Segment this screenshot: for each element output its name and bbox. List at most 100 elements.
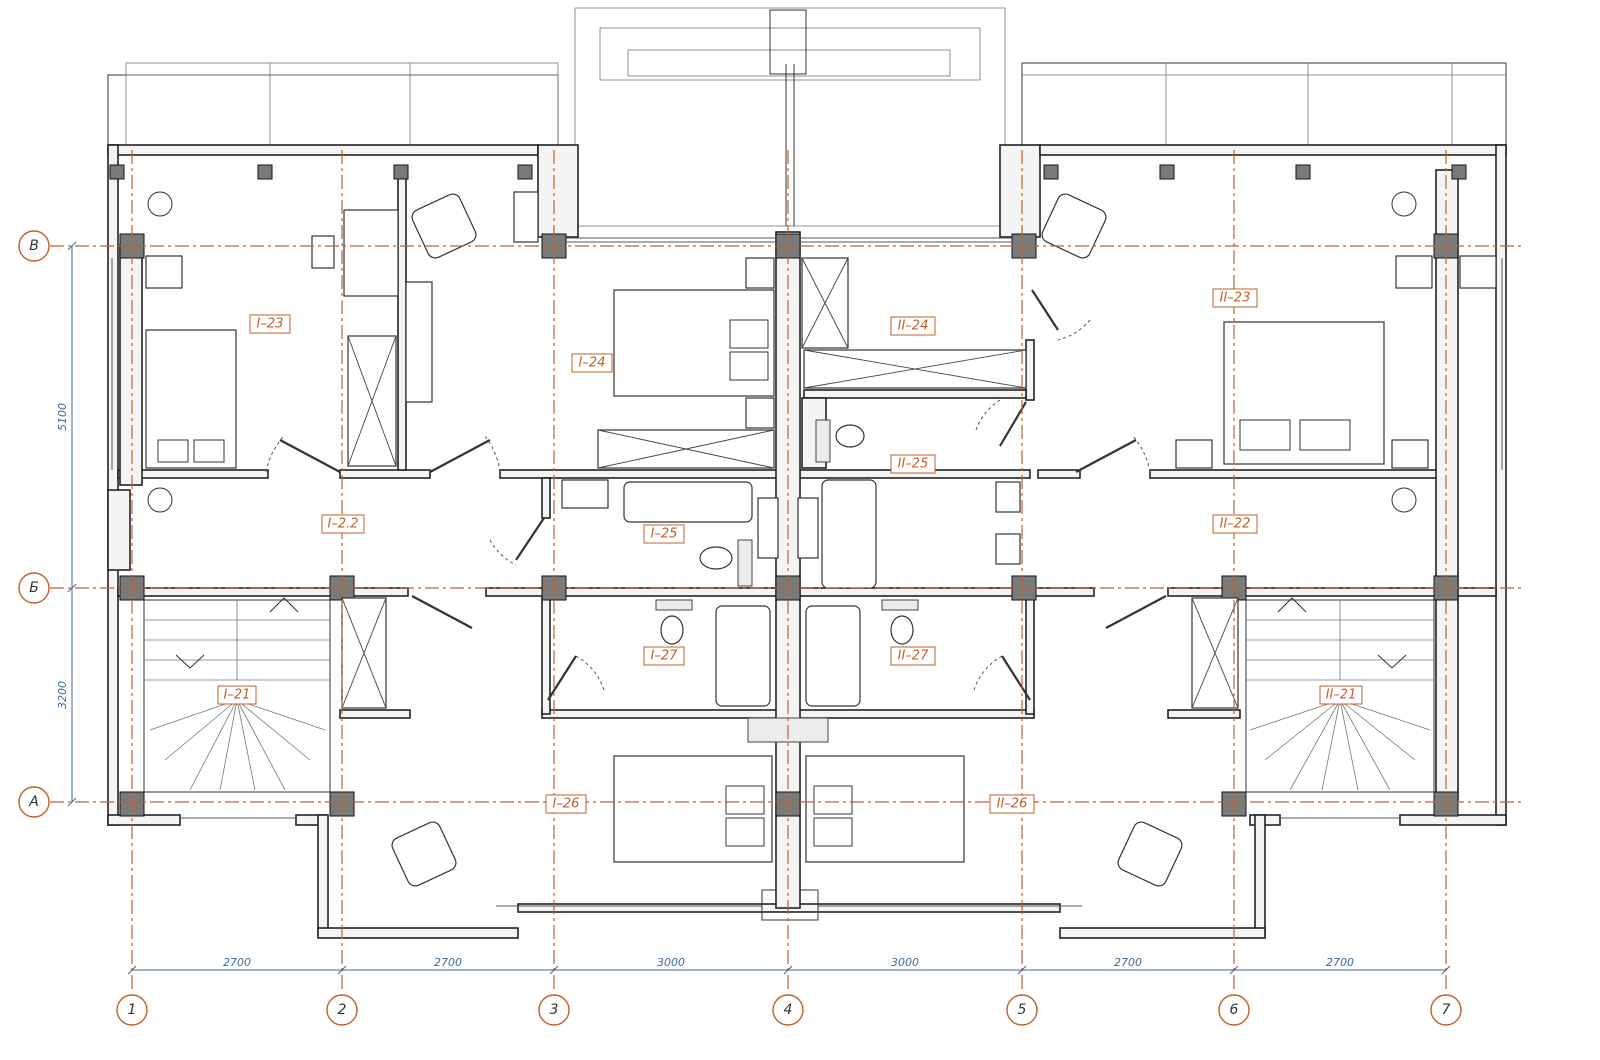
staircase-right bbox=[1245, 597, 1435, 793]
axis-bubble-6 bbox=[1218, 994, 1250, 1026]
axis-label-В: В bbox=[29, 238, 39, 254]
dimension-tick bbox=[67, 241, 77, 251]
bed-icon bbox=[613, 755, 773, 863]
room-tags: I–21 I–2.2 I–23 I–24 I–25 I–26 I–27 II– bbox=[217, 288, 1363, 814]
room-tag-II-25: II–25 bbox=[890, 454, 936, 474]
axis-label-А: А bbox=[28, 794, 39, 810]
bed-icon bbox=[805, 755, 965, 863]
plant-icon bbox=[147, 191, 173, 217]
doors bbox=[265, 289, 1167, 701]
axis-label-Б: Б bbox=[29, 580, 39, 596]
axis-bubble-4 bbox=[772, 994, 804, 1026]
bathtub-icon bbox=[805, 605, 861, 707]
room-label: II–26 bbox=[997, 797, 1028, 812]
top-terraces bbox=[107, 7, 1507, 227]
room-tag-I-21: I–21 bbox=[217, 685, 257, 705]
room-tag-I-26: I–26 bbox=[545, 794, 587, 814]
plant-icon bbox=[147, 487, 173, 513]
dimension-tick bbox=[783, 965, 793, 975]
dimension-lines: 2700 2700 3000 3000 2700 2700 5100 3200 bbox=[56, 241, 1451, 975]
room-label: II–25 bbox=[898, 457, 929, 472]
bathtub-icon bbox=[623, 481, 753, 523]
bathrooms bbox=[561, 419, 1021, 743]
bed-icon bbox=[145, 329, 237, 469]
room-tag-II-24: II–24 bbox=[890, 316, 936, 336]
axis-bubble-7 bbox=[1430, 994, 1462, 1026]
room-tag-I-23: I–23 bbox=[249, 314, 291, 334]
windows bbox=[111, 237, 1503, 907]
dimension-value: 2700 bbox=[1326, 956, 1354, 969]
room-label: I–21 bbox=[224, 688, 251, 703]
room-label: II–23 bbox=[1220, 291, 1251, 306]
axis-bubble-В bbox=[18, 230, 50, 262]
dimension-value: 3200 bbox=[56, 681, 69, 709]
wardrobe-icon bbox=[1191, 597, 1239, 709]
hob-icon bbox=[797, 497, 819, 559]
room-tag-I-24: I–24 bbox=[571, 353, 613, 373]
armchair-icon bbox=[1117, 821, 1183, 887]
axis-bubble-1 bbox=[116, 994, 148, 1026]
axis-bubble-А bbox=[18, 786, 50, 818]
staircase-left bbox=[143, 597, 331, 793]
dimension-value: 5100 bbox=[56, 403, 69, 431]
axis-label-7: 7 bbox=[1442, 1002, 1451, 1018]
dimension-value: 2700 bbox=[1114, 956, 1142, 969]
room-label: I–27 bbox=[651, 649, 679, 664]
dimension-value: 3000 bbox=[891, 956, 919, 969]
room-label: I–25 bbox=[651, 527, 678, 542]
dimension-value: 2700 bbox=[223, 956, 251, 969]
wardrobe-icon bbox=[803, 349, 1027, 389]
axis-label-5: 5 bbox=[1018, 1002, 1027, 1018]
room-label: II–27 bbox=[898, 649, 929, 664]
dimension-tick bbox=[1441, 965, 1451, 975]
dimension-tick bbox=[67, 583, 77, 593]
axis-label-1: 1 bbox=[128, 1002, 137, 1018]
dimension-tick bbox=[1017, 965, 1027, 975]
room-label: I–23 bbox=[257, 317, 284, 332]
room-tag-II-22: II–22 bbox=[1212, 514, 1258, 534]
toilet-icon bbox=[660, 615, 684, 645]
dimension-tick bbox=[549, 965, 559, 975]
toilet-icon bbox=[890, 615, 914, 645]
bathtub-icon bbox=[715, 605, 771, 707]
axis-bubble-5 bbox=[1006, 994, 1038, 1026]
sink-icon bbox=[995, 481, 1021, 513]
dimension-tick bbox=[1229, 965, 1239, 975]
dimension-tick bbox=[127, 965, 137, 975]
toilet-icon bbox=[699, 546, 733, 570]
axis-label-6: 6 bbox=[1230, 1002, 1239, 1018]
dimension-value: 2700 bbox=[434, 956, 462, 969]
plant-icon bbox=[1391, 487, 1417, 513]
axis-label-3: 3 bbox=[550, 1002, 559, 1018]
axis-bubble-3 bbox=[538, 994, 570, 1026]
room-label: II–21 bbox=[1326, 688, 1357, 703]
bathtub-icon bbox=[821, 479, 877, 589]
room-tag-II-21: II–21 bbox=[1319, 685, 1363, 705]
armchair-icon bbox=[391, 821, 457, 887]
room-label: II–24 bbox=[898, 319, 929, 334]
wardrobe-icon bbox=[597, 429, 775, 469]
bed-icon bbox=[613, 289, 775, 397]
room-tag-I-27: I–27 bbox=[643, 646, 685, 666]
room-tag-II-23: II–23 bbox=[1212, 288, 1258, 308]
room-label: II–22 bbox=[1220, 517, 1251, 532]
axis-bubble-2 bbox=[326, 994, 358, 1026]
room-label: I–2.2 bbox=[327, 517, 358, 532]
sink-icon bbox=[561, 479, 609, 509]
room-tag-I-25: I–25 bbox=[643, 524, 685, 544]
axis-label-4: 4 bbox=[784, 1002, 793, 1018]
toilet-icon bbox=[835, 424, 865, 448]
bed-icon bbox=[1223, 321, 1385, 465]
dimension-tick bbox=[337, 965, 347, 975]
wardrobe-icon bbox=[347, 335, 397, 467]
room-tag-II-27: II–27 bbox=[890, 646, 936, 666]
hob-icon bbox=[757, 497, 779, 559]
wardrobe-icon bbox=[801, 257, 849, 349]
wardrobe-icon bbox=[341, 597, 387, 709]
dimension-tick bbox=[67, 797, 77, 807]
dimension-value: 3000 bbox=[657, 956, 685, 969]
furniture bbox=[145, 191, 1497, 887]
plant-icon bbox=[1391, 191, 1417, 217]
